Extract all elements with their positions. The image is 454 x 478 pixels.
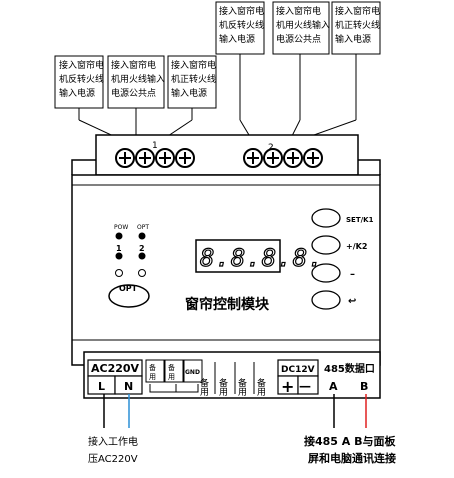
- callout-text: 机用火线输入: [276, 19, 330, 31]
- spare-2a-label: 备: [168, 363, 175, 372]
- channel-2-led: [138, 252, 146, 260]
- callout-text: 机正转火线: [171, 73, 216, 85]
- terminal-group-1-mark: 1: [152, 141, 158, 151]
- n-terminal-label: N: [124, 380, 133, 393]
- callout-forward-2: 接入窗帘电 机正转火线 输入电源: [331, 1, 381, 55]
- callout-text: 接入窗帘电: [111, 59, 156, 71]
- led-1-label: 1: [116, 244, 122, 253]
- callout-reverse-2: 接入窗帘电 机反转火线 输入电源: [215, 1, 265, 55]
- a-terminal-label: A: [329, 380, 338, 393]
- minus-label: –: [350, 269, 355, 280]
- callout-text: 输入电源: [219, 33, 255, 45]
- screw-terminal: [155, 148, 175, 168]
- rs485-label: 485数据口: [324, 362, 375, 375]
- gnd-label: GND: [185, 369, 200, 376]
- screw-terminal: [303, 148, 323, 168]
- screw-terminal: [115, 148, 135, 168]
- display-value: 8.8.8.8.: [200, 244, 324, 272]
- indicator-led: [115, 269, 123, 277]
- callout-text: 机反转火线: [219, 19, 264, 31]
- pow-led: [115, 232, 123, 240]
- seven-segment-display: [195, 239, 281, 273]
- channel-1-led: [115, 252, 123, 260]
- b-terminal-label: B: [360, 380, 368, 393]
- opt-label: OPT: [137, 224, 149, 231]
- plus-k2-button[interactable]: [311, 235, 341, 255]
- pow-label: POW: [114, 224, 128, 231]
- wires: [103, 394, 367, 428]
- spare-3-label: 备用: [198, 377, 209, 397]
- callout-common-1: 接入窗帘电 机用火线输入 电源公共点: [107, 55, 165, 109]
- power-note-line-2: 压AC220V: [88, 453, 138, 465]
- ac-label: AC220V: [91, 362, 140, 375]
- callout-text: 接入窗帘电: [171, 59, 216, 71]
- spare-6-label: 备用: [255, 377, 266, 397]
- callout-forward-1: 接入窗帘电 机正转火线 输入电源: [167, 55, 217, 109]
- top-terminals: [115, 148, 323, 168]
- callout-reverse-1: 接入窗帘电 机反转火线 输入电源: [54, 55, 104, 109]
- terminal-group-2-mark: 2: [268, 143, 274, 153]
- screw-terminal: [175, 148, 195, 168]
- callout-text: 机用火线输入: [111, 73, 165, 85]
- callout-text: 接入窗帘电: [219, 5, 264, 17]
- screw-terminal: [283, 148, 303, 168]
- spare-1b-label: 用: [149, 373, 156, 381]
- dc-label: DC12V: [281, 365, 315, 375]
- callout-text: 机反转火线: [59, 73, 104, 85]
- spare-2b-label: 用: [168, 373, 175, 381]
- callout-text: 输入电源: [59, 87, 95, 99]
- callout-text: 输入电源: [171, 87, 207, 99]
- bottom-terminal-labels: AC220V L N 备 用 备 用 GND 备用 备用 备用 备用 DC12V…: [87, 359, 375, 397]
- callout-text: 机正转火线: [335, 19, 380, 31]
- opt-button-label: OPT: [119, 284, 138, 293]
- opt-led: [138, 232, 146, 240]
- module-title: 窗帘控制模块: [185, 296, 270, 313]
- return-button[interactable]: [311, 290, 341, 310]
- callout-text: 接入窗帘电: [59, 59, 104, 71]
- power-note-line-1: 接入工作电: [88, 435, 138, 448]
- l-terminal-label: L: [98, 380, 105, 393]
- set-k1-label: SET/K1: [346, 216, 374, 224]
- screw-terminal: [135, 148, 155, 168]
- rs485-note-line-1: 接485 A B与面板: [304, 434, 397, 448]
- dc-minus-label: —: [299, 379, 311, 393]
- screw-terminal: [243, 148, 263, 168]
- led-2-label: 2: [139, 244, 145, 253]
- set-k1-button[interactable]: [311, 208, 341, 228]
- return-label: ↩: [348, 296, 356, 307]
- callout-text: 电源公共点: [276, 33, 321, 45]
- spare-4-label: 备用: [217, 377, 228, 397]
- callout-text: 接入窗帘电: [276, 5, 321, 17]
- callout-text: 接入窗帘电: [335, 5, 380, 17]
- rs485-note-line-2: 屏和电脑通讯连接: [308, 451, 396, 465]
- spare-1a-label: 备: [149, 363, 156, 372]
- callout-text: 输入电源: [335, 33, 371, 45]
- screw-terminal: [263, 148, 283, 168]
- opt-button[interactable]: [108, 284, 150, 308]
- spare-5-label: 备用: [236, 377, 247, 397]
- callout-text: 电源公共点: [111, 87, 156, 99]
- indicator-led: [138, 269, 146, 277]
- plus-k2-label: +/K2: [346, 242, 367, 251]
- minus-button[interactable]: [311, 263, 341, 283]
- callout-common-2: 接入窗帘电 机用火线输入 电源公共点: [272, 1, 330, 55]
- dc-plus-label: +: [281, 377, 294, 396]
